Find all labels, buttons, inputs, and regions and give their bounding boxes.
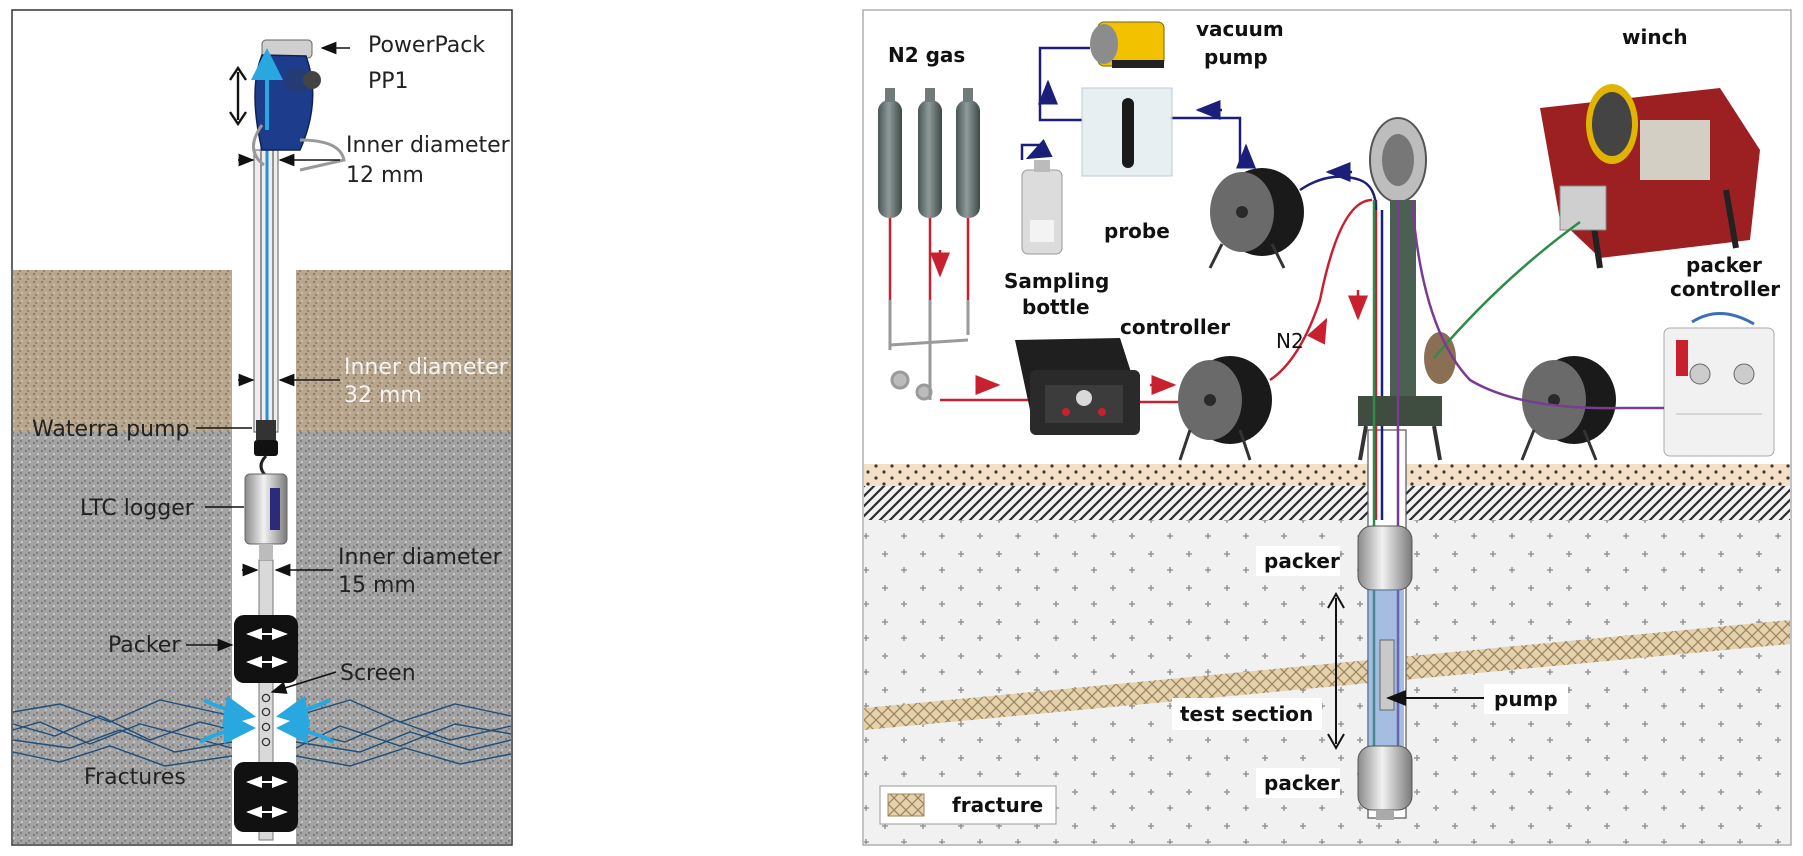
screen-label: Screen: [340, 661, 416, 686]
sampling-bottle: [1021, 160, 1063, 255]
packer-controller-unit: [1663, 312, 1775, 457]
controller-label: controller: [1120, 315, 1230, 339]
navy-flow-arrows: [1025, 79, 1352, 182]
probe-box: [1081, 87, 1173, 177]
waterra-pump: [256, 420, 276, 440]
fracture-zone: [864, 620, 1790, 730]
inner-diameter-15-value: 15 mm: [338, 573, 416, 598]
gas-manifold: [888, 300, 970, 401]
packer-top-label: packer: [1264, 549, 1340, 573]
inflow-arrows: [199, 695, 335, 745]
screen-holes: [261, 693, 271, 747]
fracture-lines: [12, 699, 512, 767]
inner-diameter-12-label: Inner diameter: [346, 133, 511, 158]
n2-red-lines: [888, 198, 1378, 520]
inner-diameter-15-label: Inner diameter: [338, 545, 503, 570]
winch: [1540, 84, 1760, 269]
n2-gas-tanks: [878, 88, 980, 218]
red-flow-arrows: [930, 250, 1368, 395]
vacuum-pump-label-2: pump: [1204, 45, 1268, 69]
fracture-legend-label: fracture: [952, 793, 1043, 817]
hose-reel-packer: [1520, 356, 1616, 461]
inner-diameter-32-label: Inner diameter: [344, 355, 509, 380]
n2-gas-label: N2 gas: [888, 43, 965, 67]
purple-cable: [1410, 199, 1664, 410]
packer-controller-label: packer: [1686, 253, 1762, 277]
packer-label: Packer: [108, 633, 181, 658]
diameter-pointers: [186, 41, 350, 694]
packer-bottom-label: packer: [1264, 771, 1340, 795]
fractures-label: Fractures: [84, 765, 186, 790]
green-cable: [1433, 220, 1581, 359]
probe-label: probe: [1104, 219, 1170, 243]
vacuum-pump-label: vacuum: [1196, 17, 1284, 41]
pump-label: pump: [1494, 687, 1558, 711]
left-well-diagram: PowerPack PP1 Inner diameter 12 mm Inner…: [11, 9, 513, 846]
ltc-logger: [244, 473, 288, 545]
powerpack-pp1: [251, 39, 346, 172]
test-section-arrow: [1327, 591, 1345, 751]
sampling-bottle-label-2: bottle: [1022, 295, 1090, 319]
right-system-diagram: N2 gas vacuum pump probe Sampling bottle…: [862, 9, 1792, 846]
winch-label: winch: [1622, 25, 1688, 49]
controller-case: [1015, 338, 1140, 435]
hatched-layer: [864, 486, 1790, 520]
inner-diameter-32-value: 32 mm: [344, 383, 422, 408]
fracture-legend: [879, 785, 1057, 825]
packer-upper: [234, 615, 298, 683]
packer-lower: [234, 762, 298, 832]
downhole-packer-bottom: [1357, 745, 1413, 811]
pp1-label: PP1: [368, 69, 409, 94]
hose-reel-controller: [1178, 356, 1272, 461]
powerpack-label: PowerPack: [368, 33, 485, 58]
downhole-packer-top: [1357, 525, 1413, 591]
hose-reel-vacuum: [1208, 168, 1304, 269]
sheave-tower: [1358, 117, 1456, 461]
vacuum-pump: [1090, 21, 1165, 68]
ltc-logger-label: LTC logger: [80, 496, 195, 521]
pump-body: [1379, 639, 1395, 711]
soil-band: [864, 464, 1790, 486]
fracture-legend-swatch: [887, 793, 925, 817]
test-section-label: test section: [1180, 702, 1313, 726]
stroke-indicator-arrow: [229, 65, 247, 127]
waterra-pump-label: Waterra pump: [32, 417, 189, 442]
inner-diameter-12-value: 12 mm: [346, 163, 424, 188]
packer-controller-label-2: controller: [1670, 277, 1780, 301]
n2-label: N2: [1276, 329, 1304, 353]
sampling-bottle-label: Sampling: [1004, 269, 1109, 293]
